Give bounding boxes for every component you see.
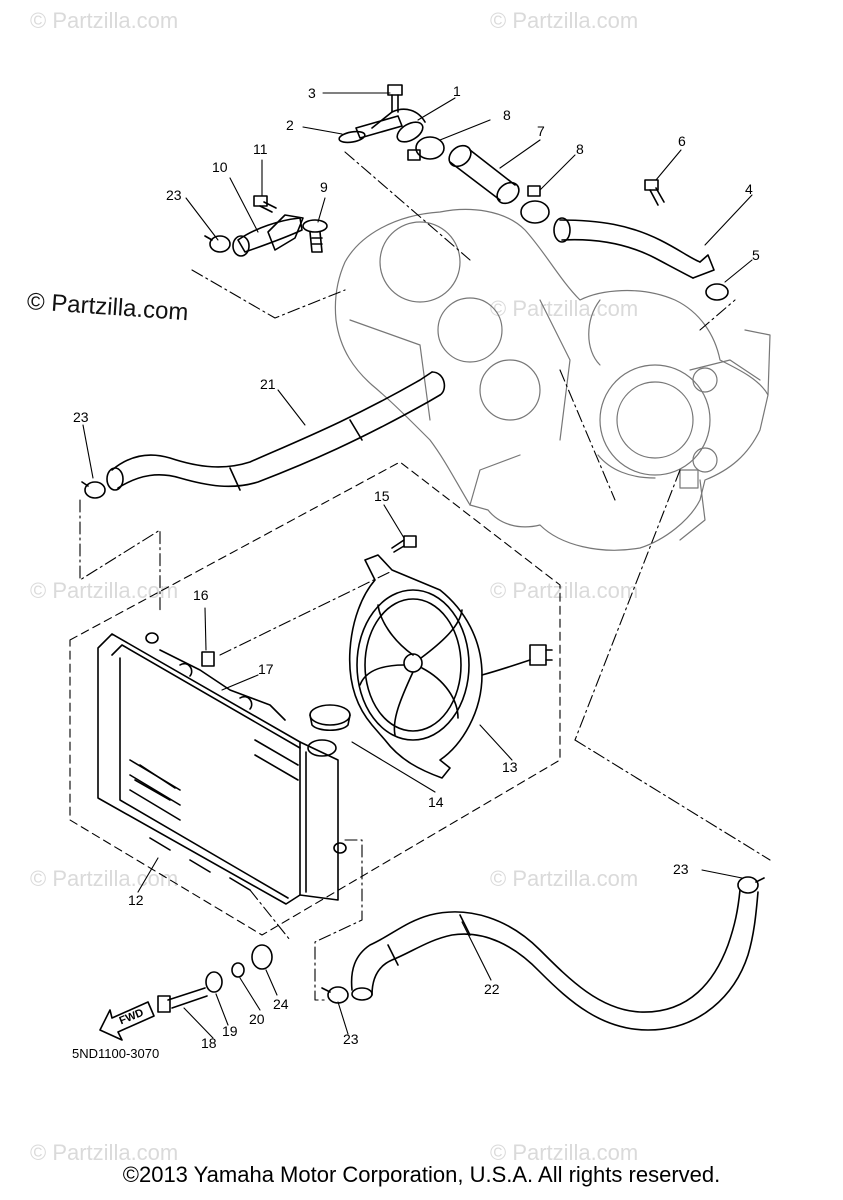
watermark: © Partzilla.com <box>490 578 639 603</box>
watermark: © Partzilla.com <box>490 866 639 891</box>
callout-1[interactable]: 1 <box>453 83 461 99</box>
watermark: © Partzilla.com <box>30 578 179 603</box>
part-o-ring <box>338 130 366 144</box>
part-bolt <box>387 84 403 113</box>
callout-12[interactable]: 12 <box>128 892 144 908</box>
callout-6[interactable]: 6 <box>678 133 686 149</box>
watermark: © Partzilla.com <box>490 1140 639 1165</box>
callout-13[interactable]: 13 <box>502 759 518 775</box>
part-pipe <box>553 217 715 279</box>
part-pipe-elbow <box>355 108 426 143</box>
part-thermostat <box>302 219 328 253</box>
callout-8[interactable]: 8 <box>503 107 511 123</box>
part-washer <box>205 971 223 993</box>
callout-21[interactable]: 21 <box>260 376 276 392</box>
callout-24[interactable]: 24 <box>273 996 289 1012</box>
callout-7[interactable]: 7 <box>537 123 545 139</box>
part-collar <box>231 962 245 978</box>
callout-17[interactable]: 17 <box>258 661 274 677</box>
callout-23[interactable]: 23 <box>166 187 182 203</box>
part-radiator <box>97 632 347 905</box>
callout-4[interactable]: 4 <box>745 181 753 197</box>
callout-5[interactable]: 5 <box>752 247 760 263</box>
part-thermostat-cover <box>232 214 304 257</box>
callout-14[interactable]: 14 <box>428 794 444 810</box>
part-upper-hose <box>106 371 446 491</box>
copyright-notice: ©2013 Yamaha Motor Corporation, U.S.A. A… <box>122 1162 721 1187</box>
reference-lines <box>79 151 771 1001</box>
callout-23[interactable]: 23 <box>673 861 689 877</box>
part-fan-motor-assembly <box>348 554 553 779</box>
leader-lines <box>82 92 753 1039</box>
watermark: © Partzilla.com <box>490 8 639 33</box>
part-grommet <box>251 944 273 970</box>
callout-16[interactable]: 16 <box>193 587 209 603</box>
watermark: © Partzilla.com <box>490 296 639 321</box>
part-o-ring <box>705 283 729 301</box>
assembly-frame <box>69 461 561 936</box>
callout-23[interactable]: 23 <box>343 1031 359 1047</box>
callout-3[interactable]: 3 <box>308 85 316 101</box>
part-bolt <box>157 987 208 1013</box>
diagram-code: 5ND1100-3070 <box>72 1046 160 1061</box>
callout-19[interactable]: 19 <box>222 1023 238 1039</box>
watermark: © Partzilla.com <box>30 1140 179 1165</box>
callout-22[interactable]: 22 <box>484 981 500 997</box>
callout-9[interactable]: 9 <box>320 179 328 195</box>
callout-10[interactable]: 10 <box>212 159 228 175</box>
part-hose-short <box>448 144 520 205</box>
callout-18[interactable]: 18 <box>201 1035 217 1051</box>
callout-11[interactable]: 11 <box>253 141 268 157</box>
engine-block <box>334 208 771 551</box>
callout-20[interactable]: 20 <box>249 1011 265 1027</box>
callout-23[interactable]: 23 <box>73 409 89 425</box>
part-bolt <box>644 179 665 206</box>
part-radiator-cap <box>307 704 351 757</box>
part-lower-hose <box>350 889 759 1031</box>
part-clamp <box>407 136 550 224</box>
callout-2[interactable]: 2 <box>286 117 294 133</box>
part-bolt <box>391 535 417 553</box>
part-hose-clamp <box>81 235 765 1004</box>
part-clip <box>201 651 215 667</box>
callout-15[interactable]: 15 <box>374 488 390 504</box>
callout-8[interactable]: 8 <box>576 141 584 157</box>
part-bolt <box>253 195 277 213</box>
fwd-arrow-icon <box>99 1001 155 1041</box>
watermark: © Partzilla.com <box>30 8 179 33</box>
